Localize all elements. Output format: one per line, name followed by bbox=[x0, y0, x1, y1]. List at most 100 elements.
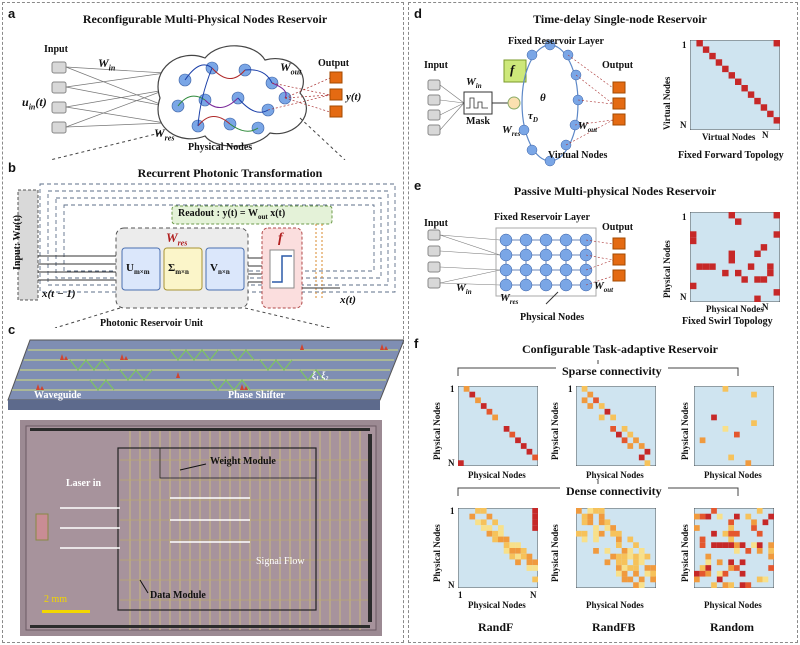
matrix-cell bbox=[526, 565, 533, 571]
panel-d-tau: τD bbox=[528, 110, 538, 125]
matrix-cell bbox=[638, 443, 645, 449]
matrix-cell bbox=[694, 576, 700, 583]
matrix-cell bbox=[633, 582, 639, 588]
matrix-cell bbox=[705, 570, 712, 577]
panel-d-virtual-nodes: Virtual Nodes bbox=[548, 150, 608, 161]
matrix-cell bbox=[690, 282, 697, 290]
matrix-cell bbox=[475, 519, 481, 526]
panel-d-f: f bbox=[510, 62, 515, 77]
matrix-cell bbox=[503, 542, 510, 548]
matrix-cell bbox=[503, 426, 510, 432]
matrix-cell bbox=[621, 548, 628, 554]
matrix-cell bbox=[509, 542, 516, 548]
matrix-cell bbox=[576, 530, 582, 537]
matrix-cell bbox=[498, 536, 504, 543]
matrix-cell bbox=[616, 431, 622, 438]
matrix-cell bbox=[773, 117, 780, 124]
matrix-cell bbox=[587, 403, 594, 409]
panel-d-win: Win bbox=[466, 76, 482, 91]
matrix-cell bbox=[762, 576, 769, 583]
matrix-cell bbox=[480, 508, 487, 514]
weight-module-outline bbox=[159, 447, 317, 479]
d-input-lines bbox=[439, 84, 465, 131]
matrix-cell bbox=[515, 553, 521, 560]
matrix-cell bbox=[699, 570, 706, 577]
matrix-cell bbox=[705, 553, 712, 560]
f6-xlabel: Physical Nodes bbox=[704, 600, 762, 610]
chip-pads bbox=[30, 428, 372, 628]
matrix-cell bbox=[711, 508, 717, 514]
matrix-cell bbox=[699, 513, 706, 520]
matrix-cell bbox=[716, 513, 723, 520]
panel-c-signal-flow: Signal Flow bbox=[256, 556, 305, 567]
matrix-cell bbox=[728, 257, 735, 264]
matrix-cell bbox=[475, 508, 481, 514]
matrix-cell bbox=[747, 91, 755, 98]
matrix-cell bbox=[734, 548, 740, 554]
matrix-cell bbox=[581, 397, 588, 404]
matrix-cell bbox=[715, 59, 723, 66]
v-box-shape bbox=[205, 247, 245, 291]
panel-d-matrix-ylabel: Virtual Nodes bbox=[662, 76, 672, 130]
matrix-cell bbox=[644, 553, 651, 560]
panel-a-physical-nodes: Physical Nodes bbox=[188, 142, 253, 153]
matrix-cell bbox=[587, 513, 594, 520]
matrix-cell bbox=[604, 519, 611, 526]
matrix-cell bbox=[621, 570, 628, 577]
panel-f-matrix-randfb-dense bbox=[576, 508, 656, 588]
panel-a-wres: Wres bbox=[154, 126, 175, 143]
matrix-background bbox=[694, 386, 774, 466]
matrix-cell bbox=[638, 576, 645, 583]
matrix-cell bbox=[716, 559, 723, 566]
panel-f-title: Configurable Task-adaptive Reservoir bbox=[521, 342, 718, 356]
panel-right-border bbox=[408, 2, 798, 643]
matrix-cell bbox=[616, 542, 622, 548]
panel-d-matrix bbox=[690, 40, 780, 130]
matrix-cell bbox=[754, 276, 761, 283]
matrix-cell bbox=[741, 85, 748, 92]
matrix-cell bbox=[581, 530, 588, 537]
matrix-cell bbox=[503, 548, 510, 554]
matrix-cell bbox=[711, 414, 717, 421]
f4-tick-n: N bbox=[448, 580, 455, 590]
matrix-cell bbox=[751, 519, 757, 526]
matrix-cell bbox=[621, 565, 628, 571]
matrix-cell bbox=[739, 542, 746, 548]
matrix-cell bbox=[722, 570, 729, 577]
matrix-cell bbox=[728, 519, 734, 526]
matrix-cell bbox=[604, 548, 611, 554]
matrix-cell bbox=[728, 212, 735, 219]
matrix-cell bbox=[762, 519, 769, 526]
input-arrows bbox=[38, 255, 118, 281]
matrix-cell bbox=[745, 582, 752, 588]
matrix-cell bbox=[621, 576, 628, 583]
panel-b-readout: Readout : y(t) = Wout x(t) bbox=[178, 208, 286, 221]
matrix-cell bbox=[498, 525, 504, 531]
e-input-lines bbox=[439, 234, 501, 286]
panel-c-weight-module: Weight Module bbox=[210, 456, 276, 467]
matrix-cell bbox=[747, 263, 755, 270]
f2-ylabel: Physical Nodes bbox=[550, 402, 560, 460]
panel-f-col-random: Random bbox=[710, 620, 755, 634]
matrix-cell bbox=[739, 570, 746, 577]
f2-tick-1: 1 bbox=[568, 384, 573, 394]
matrix-cell bbox=[716, 542, 723, 548]
matrix-cell bbox=[598, 530, 605, 537]
matrix-cell bbox=[515, 542, 521, 548]
matrix-cell bbox=[756, 576, 763, 583]
scale-bar bbox=[42, 610, 90, 613]
signal-peaks bbox=[36, 344, 388, 390]
matrix-cell bbox=[515, 548, 521, 554]
matrix-cell bbox=[469, 513, 476, 520]
matrix-cell bbox=[587, 519, 594, 526]
matrix-cell bbox=[690, 231, 697, 238]
panel-e-tick-n-x: N bbox=[762, 302, 769, 312]
matrix-cell bbox=[621, 426, 628, 432]
matrix-cell bbox=[751, 391, 757, 398]
matrix-cell bbox=[728, 525, 734, 531]
panel-b-input-box: Input: Wu(t) bbox=[12, 214, 23, 270]
matrix-cell bbox=[773, 289, 780, 296]
panel-c-waveguide: Waveguide bbox=[34, 390, 82, 401]
panel-e-physical-nodes: Physical Nodes bbox=[520, 312, 585, 323]
panel-f-matrix-randf-dense bbox=[458, 508, 538, 588]
